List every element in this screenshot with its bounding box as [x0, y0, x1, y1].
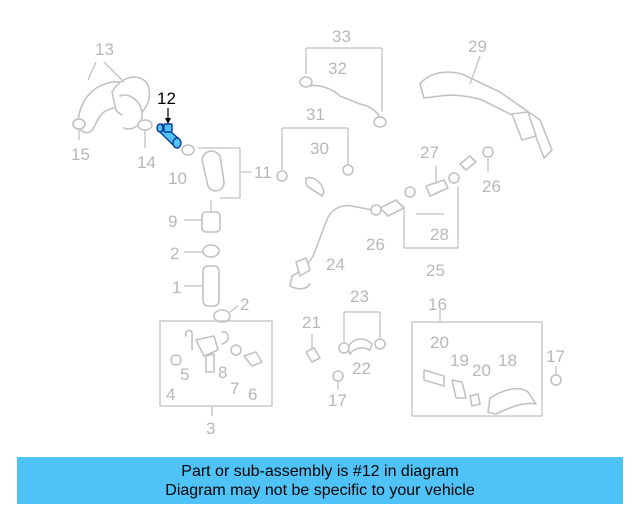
label-16: 16 — [428, 295, 447, 314]
part-2-clamp-upper — [184, 244, 220, 258]
label-1: 1 — [172, 278, 181, 297]
label-14: 14 — [137, 153, 156, 172]
part-13-hose-assembly — [77, 61, 151, 134]
bracket-28-25 — [403, 186, 459, 249]
part-24-pipe — [289, 199, 405, 290]
bracket-11 — [198, 147, 252, 199]
label-4: 4 — [166, 385, 175, 404]
part-10-hose — [181, 144, 225, 192]
label-15: 15 — [71, 145, 90, 164]
label-26-right: 26 — [482, 177, 501, 196]
banner-line-1: Part or sub-assembly is #12 in diagram — [181, 462, 459, 480]
label-22: 22 — [352, 359, 371, 378]
box-3 — [159, 320, 273, 407]
label-26-left: 26 — [366, 235, 385, 254]
label-24: 24 — [326, 255, 345, 274]
part-2-clamp-lower — [213, 305, 239, 323]
label-20-right: 20 — [472, 361, 491, 380]
part-12-nozzle — [156, 108, 182, 149]
label-31: 31 — [306, 105, 325, 124]
part-32-hose — [299, 76, 387, 128]
part-9-connector — [184, 200, 221, 233]
label-17-mid: 17 — [328, 391, 347, 410]
label-20-left: 20 — [430, 333, 449, 352]
part-1-hose — [184, 265, 220, 307]
bracket-31 — [281, 127, 349, 170]
label-23: 23 — [350, 287, 369, 306]
label-33: 33 — [332, 27, 351, 46]
label-2-lower: 2 — [240, 295, 249, 314]
label-8: 8 — [218, 363, 227, 382]
label-25: 25 — [426, 261, 445, 280]
label-2-upper: 2 — [170, 244, 179, 263]
bracket-33 — [305, 47, 383, 112]
info-banner: Part or sub-assembly is #12 in diagram D… — [17, 457, 623, 504]
banner-line-2: Diagram may not be specific to your vehi… — [165, 481, 475, 499]
label-13: 13 — [95, 40, 114, 59]
parts-diagram: 13 12 15 14 10 11 9 2 1 2 5 4 8 7 6 3 33… — [71, 27, 565, 438]
part-labels: 13 12 15 14 10 11 9 2 1 2 5 4 8 7 6 3 33… — [71, 27, 565, 438]
label-29: 29 — [468, 37, 487, 56]
part-15-clamp — [72, 118, 86, 140]
label-17-right: 17 — [546, 347, 565, 366]
box-16-parts — [423, 310, 537, 415]
label-5: 5 — [180, 365, 189, 384]
label-9: 9 — [168, 212, 177, 231]
label-28: 28 — [430, 225, 449, 244]
label-30: 30 — [310, 139, 329, 158]
label-7: 7 — [230, 379, 239, 398]
label-27: 27 — [420, 143, 439, 162]
label-10: 10 — [168, 169, 187, 188]
box-3-parts — [170, 329, 263, 416]
label-12: 12 — [157, 89, 176, 108]
part-30-hose — [276, 164, 354, 197]
part-17-clamp-right — [550, 366, 562, 386]
label-6: 6 — [248, 385, 257, 404]
part-17-clamp-mid — [332, 370, 344, 390]
bracket-23 — [343, 311, 381, 342]
part-29-bracket — [419, 55, 553, 159]
part-27-nozzle — [404, 146, 494, 198]
part-14-clamp — [137, 119, 153, 148]
part-22-hose — [338, 338, 386, 355]
label-21: 21 — [302, 313, 321, 332]
label-19: 19 — [450, 351, 469, 370]
label-3: 3 — [206, 419, 215, 438]
label-32: 32 — [328, 59, 347, 78]
box-16 — [411, 321, 543, 417]
label-18: 18 — [498, 351, 517, 370]
label-11: 11 — [254, 163, 272, 182]
part-21-valve — [305, 334, 321, 363]
